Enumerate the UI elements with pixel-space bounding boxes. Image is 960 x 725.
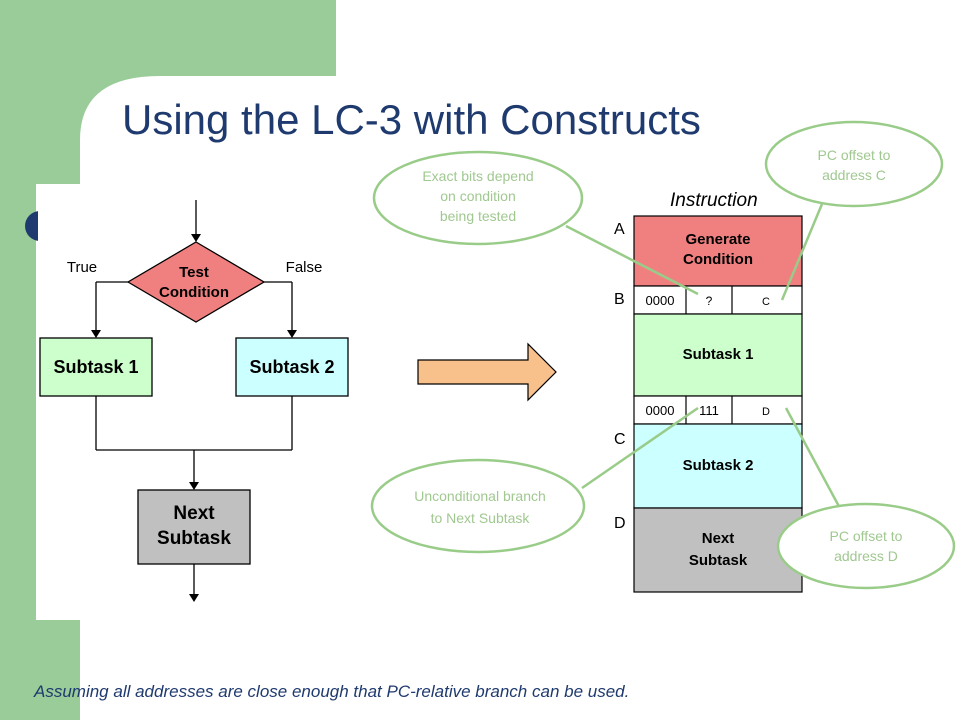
mem-subtask1-label: Subtask 1: [683, 346, 754, 363]
arrowhead-false: [287, 330, 297, 338]
callout-exact-bits-line2: on condition: [440, 188, 516, 204]
callout-unconditional-line1: Unconditional branch: [414, 488, 546, 504]
arrowhead-entry: [191, 234, 201, 242]
test-condition-diamond: [126, 241, 266, 323]
callout-pc-offset-c: [764, 120, 944, 208]
br2-offset: D: [762, 406, 770, 418]
br1-nzp: ?: [706, 294, 713, 308]
addr-label-a: A: [614, 221, 625, 238]
mem-gen-line2: Condition: [683, 251, 753, 268]
callout-unconditional: [370, 458, 586, 554]
decision-line2: Condition: [159, 284, 229, 301]
mem-next-subtask: [633, 507, 803, 593]
flow-next-line2: Subtask: [157, 528, 231, 549]
flow-subtask2-label: Subtask 2: [249, 357, 334, 377]
leader-exact-bits: [565, 224, 699, 296]
callout-pc-offset-d: [776, 502, 956, 590]
arrowhead-true: [91, 330, 101, 338]
footer-note: Assuming all addresses are close enough …: [34, 682, 630, 701]
callout-pc-offset-c-line2: address C: [822, 167, 886, 183]
mem-branch2-row: [633, 395, 803, 425]
mem-subtask2-label: Subtask 2: [683, 457, 754, 474]
page-title: Using the LC-3 with Constructs: [122, 96, 701, 143]
callout-exact-bits-line3: being tested: [440, 208, 516, 224]
bullet-cover: [38, 184, 80, 620]
mem-next-line1: Next: [702, 530, 735, 547]
br2-opcode: 0000: [646, 403, 675, 418]
addr-label-b: B: [614, 291, 625, 308]
flow-subtask1-label: Subtask 1: [53, 357, 138, 377]
leader-pc-offset-c: [780, 203, 824, 301]
flow-subtask1-box: [39, 337, 153, 397]
transform-arrow: [417, 342, 557, 402]
instruction-header: Instruction: [670, 190, 758, 211]
arrowhead-exit: [189, 594, 199, 602]
callout-pc-offset-d-line1: PC offset to: [830, 528, 903, 544]
leader-unconditional: [581, 406, 699, 490]
addr-label-d: D: [614, 515, 626, 532]
br1-opcode: 0000: [646, 293, 675, 308]
br2-nzp: 111: [699, 403, 719, 418]
false-label: False: [286, 259, 323, 276]
mem-subtask2: [633, 423, 803, 509]
flow-arrowheads: [91, 234, 297, 602]
callout-pc-offset-d-line2: address D: [834, 548, 898, 564]
mem-subtask1: [633, 313, 803, 397]
callout-leaders: [565, 203, 844, 513]
true-label: True: [67, 259, 97, 276]
br1-offset: C: [762, 296, 770, 308]
leader-pc-offset-d: [784, 407, 844, 513]
flow-next-subtask-box: [137, 489, 251, 565]
flow-next-line1: Next: [173, 503, 215, 524]
decision-line1: Test: [179, 264, 209, 281]
callout-unconditional-line2: to Next Subtask: [431, 510, 531, 526]
mem-branch1-row: [633, 285, 803, 315]
flow-subtask2-box: [235, 337, 349, 397]
callout-exact-bits: [372, 150, 584, 246]
mem-next-line2: Subtask: [689, 552, 748, 569]
addr-label-c: C: [614, 431, 626, 448]
callout-exact-bits-line1: Exact bits depend: [422, 168, 533, 184]
flowchart: [95, 200, 293, 594]
arrowhead-merge: [189, 482, 199, 490]
mem-gen-line1: Generate: [685, 231, 750, 248]
callout-pc-offset-c-line1: PC offset to: [818, 147, 891, 163]
